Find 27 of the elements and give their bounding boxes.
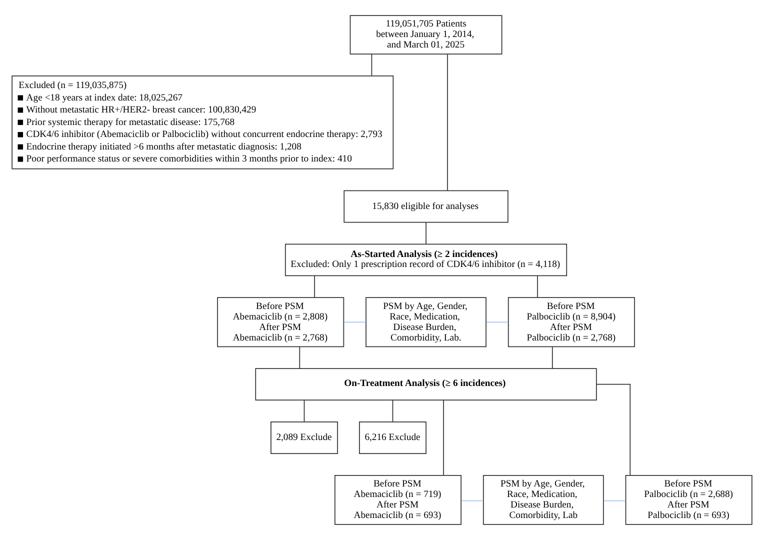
node-box: PSM by Age, Gender, Race, Medication, Disease Burden, Comorbidity, Lab — [482, 474, 604, 524]
connector — [486, 321, 509, 322]
node-box: Before PSM Palbociclib (n = 2,688) After PSM Palbociclib (n = 693) — [625, 474, 752, 524]
node-box: Before PSM Palbociclib (n = 8,904) After PSM Palbociclib (n = 2,768) — [508, 296, 635, 347]
node-box: 2,089 Exclude — [270, 421, 338, 454]
node-box: 15,830 eligible for analyses — [344, 190, 508, 222]
node-box: Before PSM Abemaciclib (n = 719) After PSM Abemaciclib (n = 693) — [334, 474, 462, 524]
node-box: On-Treatment Analysis (≥ 6 incidences) — [255, 368, 597, 400]
connector — [392, 399, 394, 422]
node-box: As-Started Analysis (≥ 2 incidences) Excluded: Only 1 prescription record of CDK4/6 inhibitor (n = 4,118) — [284, 243, 568, 276]
node-box: 119,051,705 Patients between January 1, 2014, and March 01, 2025 — [350, 14, 502, 54]
node-box: Excluded (n = 119,035,875) Age <18 years at index date: 18,025,267 Without metastatic HR+/HER2- breast cancer: 100,830,429 Prior systemic therapy for metastatic disease: 175,768 CDK4/6 inhibitor (Abemaciclib or Palbociclib) without concurrent endocrine therapy: 2,793 Endocrine therapy initiated >6 months after metastatic diagnosis: 1,208 Poor performance status or severe comorbidities within 3 months prior to index: 410 — [12, 75, 394, 169]
connector — [314, 275, 315, 298]
connector — [344, 321, 366, 322]
connector — [447, 53, 448, 190]
connector — [371, 53, 372, 76]
node-box: PSM by Age, Gender, Race, Medication, Disease Burden, Comorbidity, Lab. — [366, 296, 486, 347]
connector — [460, 500, 484, 501]
connector — [552, 346, 553, 368]
node-box: 6,216 Exclude — [359, 421, 426, 454]
connector — [443, 399, 444, 475]
connector — [299, 346, 300, 368]
node-box: Before PSM Abemaciclib (n = 2,808) After PSM Abemaciclib (n = 2,768) — [217, 296, 344, 347]
connector — [304, 399, 305, 422]
connector — [603, 500, 626, 501]
connector — [596, 383, 631, 476]
connector — [537, 275, 538, 298]
